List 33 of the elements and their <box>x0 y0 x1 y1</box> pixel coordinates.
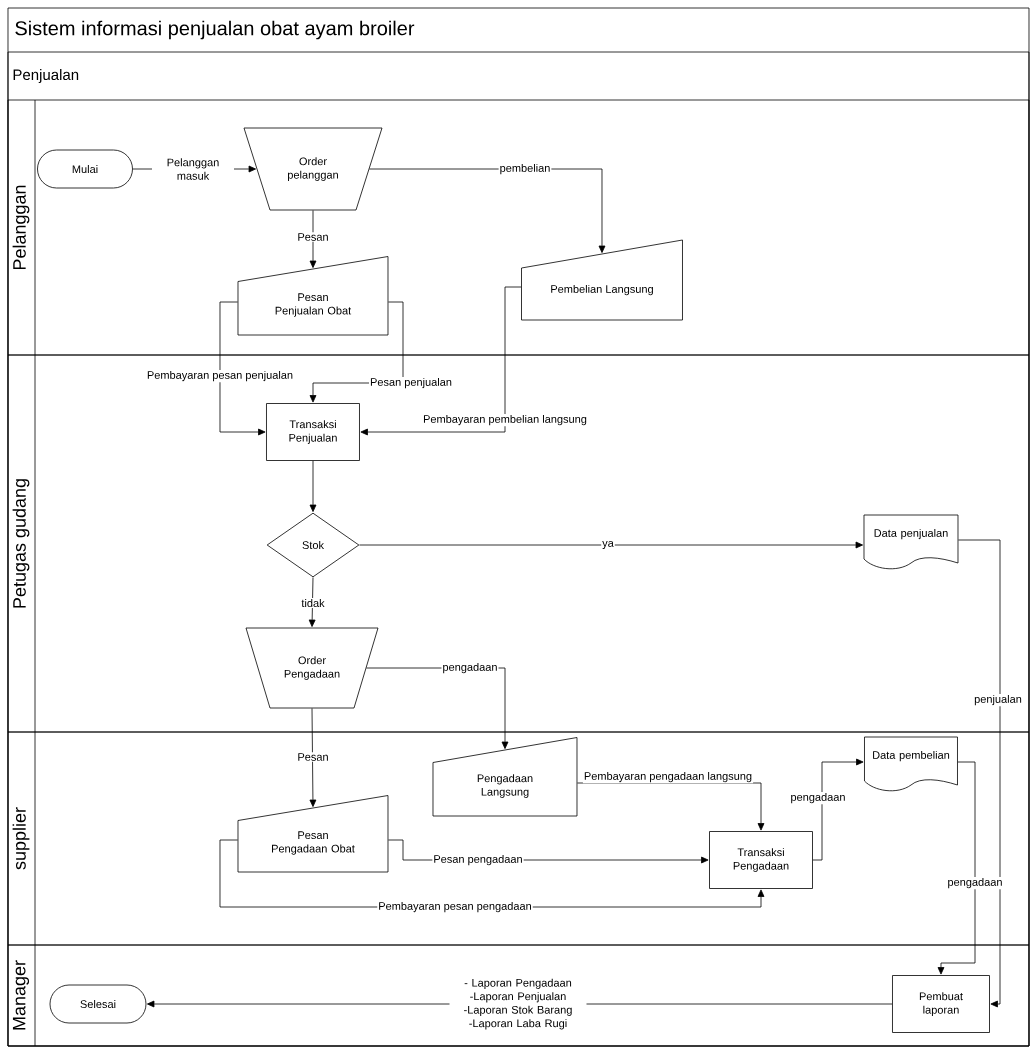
edge-label: penjualan <box>973 693 1023 707</box>
terminator: Selesai <box>49 984 147 1024</box>
edge-label: pengadaan <box>946 876 1004 890</box>
edge-label: Pesan pengadaan <box>432 853 524 867</box>
arrow <box>812 758 864 861</box>
edge-label: Pesan <box>296 752 330 762</box>
edge-label: Pembayaran pesan pengadaan <box>377 900 533 914</box>
edge-label: Pelanggan masuk <box>152 157 234 181</box>
arrow <box>309 210 317 268</box>
arrow <box>308 577 316 627</box>
process-box: Transaksi Pengadaan <box>709 831 813 889</box>
edge-label: ya <box>601 539 615 551</box>
arrow <box>577 782 765 831</box>
arrow <box>309 460 317 512</box>
arrow <box>219 301 266 436</box>
edge-label: Pembayaran pengadaan langsung <box>582 770 754 784</box>
arrow <box>937 761 976 975</box>
edge-label: Pembayaran pembelian langsung <box>422 413 588 427</box>
edge-label: Pesan <box>296 232 330 242</box>
edge-label: pengadaan <box>789 791 847 805</box>
edge-label: Pembayaran pesan penjualan <box>145 369 295 383</box>
process-box: Pembuat laporan <box>892 975 990 1033</box>
arrow <box>359 541 863 549</box>
edge-label: pengadaan <box>441 661 499 675</box>
edge-label: - Laporan Pengadaan -Laporan Penjualan -Laporan Stok Barang -Laporan Laba Rugi <box>449 977 587 1031</box>
edge-label: Pesan penjualan <box>369 376 453 390</box>
edge-label: pembelian <box>498 162 552 176</box>
arrow <box>309 708 317 807</box>
process-box: Transaksi Penjualan <box>266 403 360 461</box>
arrow <box>958 539 1001 1008</box>
edge-label: tidak <box>300 597 326 609</box>
arrow <box>360 286 522 436</box>
terminator: Mulai <box>37 149 133 189</box>
